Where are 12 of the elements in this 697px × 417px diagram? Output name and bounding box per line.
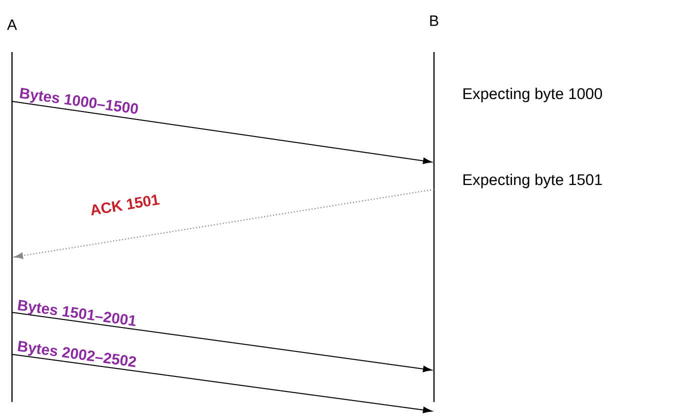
arrow xyxy=(12,312,432,372)
arrow xyxy=(12,100,432,164)
edge-label: Bytes 1501–2001 xyxy=(18,300,136,326)
lifeline: A xyxy=(7,20,17,403)
lifeline: B xyxy=(430,16,438,403)
edge-label: Bytes 1000–1500 xyxy=(20,88,138,114)
status-text: Expecting byte 1501 xyxy=(463,174,602,188)
status-text: Expecting byte 1000 xyxy=(463,88,602,102)
arrow xyxy=(14,188,434,259)
arrow xyxy=(12,354,432,414)
edge-label: ACK 1501 xyxy=(91,194,160,216)
edge-label: Bytes 2002–2502 xyxy=(18,340,136,368)
